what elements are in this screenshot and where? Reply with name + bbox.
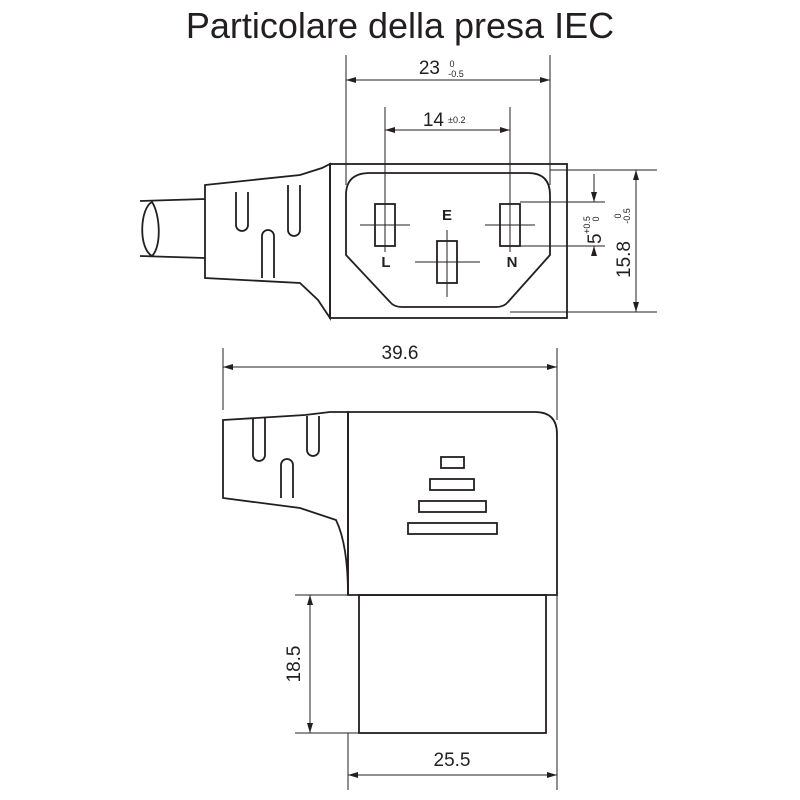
dim-23-tol-lower: -0.5 (448, 69, 464, 79)
strain-relief (204, 162, 331, 321)
dim-39-6-value: 39.6 (382, 343, 419, 364)
pin-label-neutral: N (507, 254, 518, 271)
strain-relief-side (222, 411, 349, 596)
socket-opening (345, 172, 551, 308)
dimension-5: 5 +0.5 0 (520, 174, 606, 256)
dimension-25-5: 25.5 (347, 595, 558, 790)
dimension-14: 14 ±0.2 (384, 107, 511, 196)
socket-body (329, 163, 568, 319)
pin-earth (415, 230, 480, 297)
dim-5-tol-lower: 0 (591, 216, 601, 221)
dimension-39-6: 39.6 (222, 343, 558, 420)
dim-15-8-value: 15.8 (614, 241, 635, 278)
dimension-15-8: 15.8 0 -0.5 (510, 169, 657, 313)
side-view: 39.6 18.5 25.5 (222, 343, 558, 790)
stepped-marking (407, 456, 498, 535)
dim-25-5-value: 25.5 (434, 750, 471, 771)
dimension-18-5: 18.5 (284, 594, 359, 734)
dim-23-value: 23 (419, 58, 440, 79)
connector-body-side (347, 411, 558, 596)
pin-line (360, 196, 410, 252)
dim-15-8-tol-lower: -0.5 (622, 208, 632, 224)
dim-18-5-value: 18.5 (284, 646, 305, 683)
dim-14-tol: ±0.2 (448, 115, 465, 125)
dim-23-tol-upper: 0 (449, 59, 454, 69)
drawing-title: Particolare della presa IEC (186, 5, 614, 46)
dim-14-value: 14 (423, 110, 445, 131)
top-view: E L N 23 0 -0.5 14 ±0.2 5 +0.5 0 (139, 55, 657, 321)
cable (139, 198, 206, 259)
dimension-23: 23 0 -0.5 (345, 55, 551, 185)
dim-5-tol-upper: +0.5 (582, 216, 592, 234)
dim-15-8-tol-upper: 0 (613, 213, 623, 218)
pin-label-earth: E (442, 207, 452, 224)
dim-5-value: 5 (585, 233, 606, 244)
pin-label-line: L (381, 254, 390, 271)
pin-neutral (485, 196, 535, 252)
socket-insert (358, 594, 547, 734)
